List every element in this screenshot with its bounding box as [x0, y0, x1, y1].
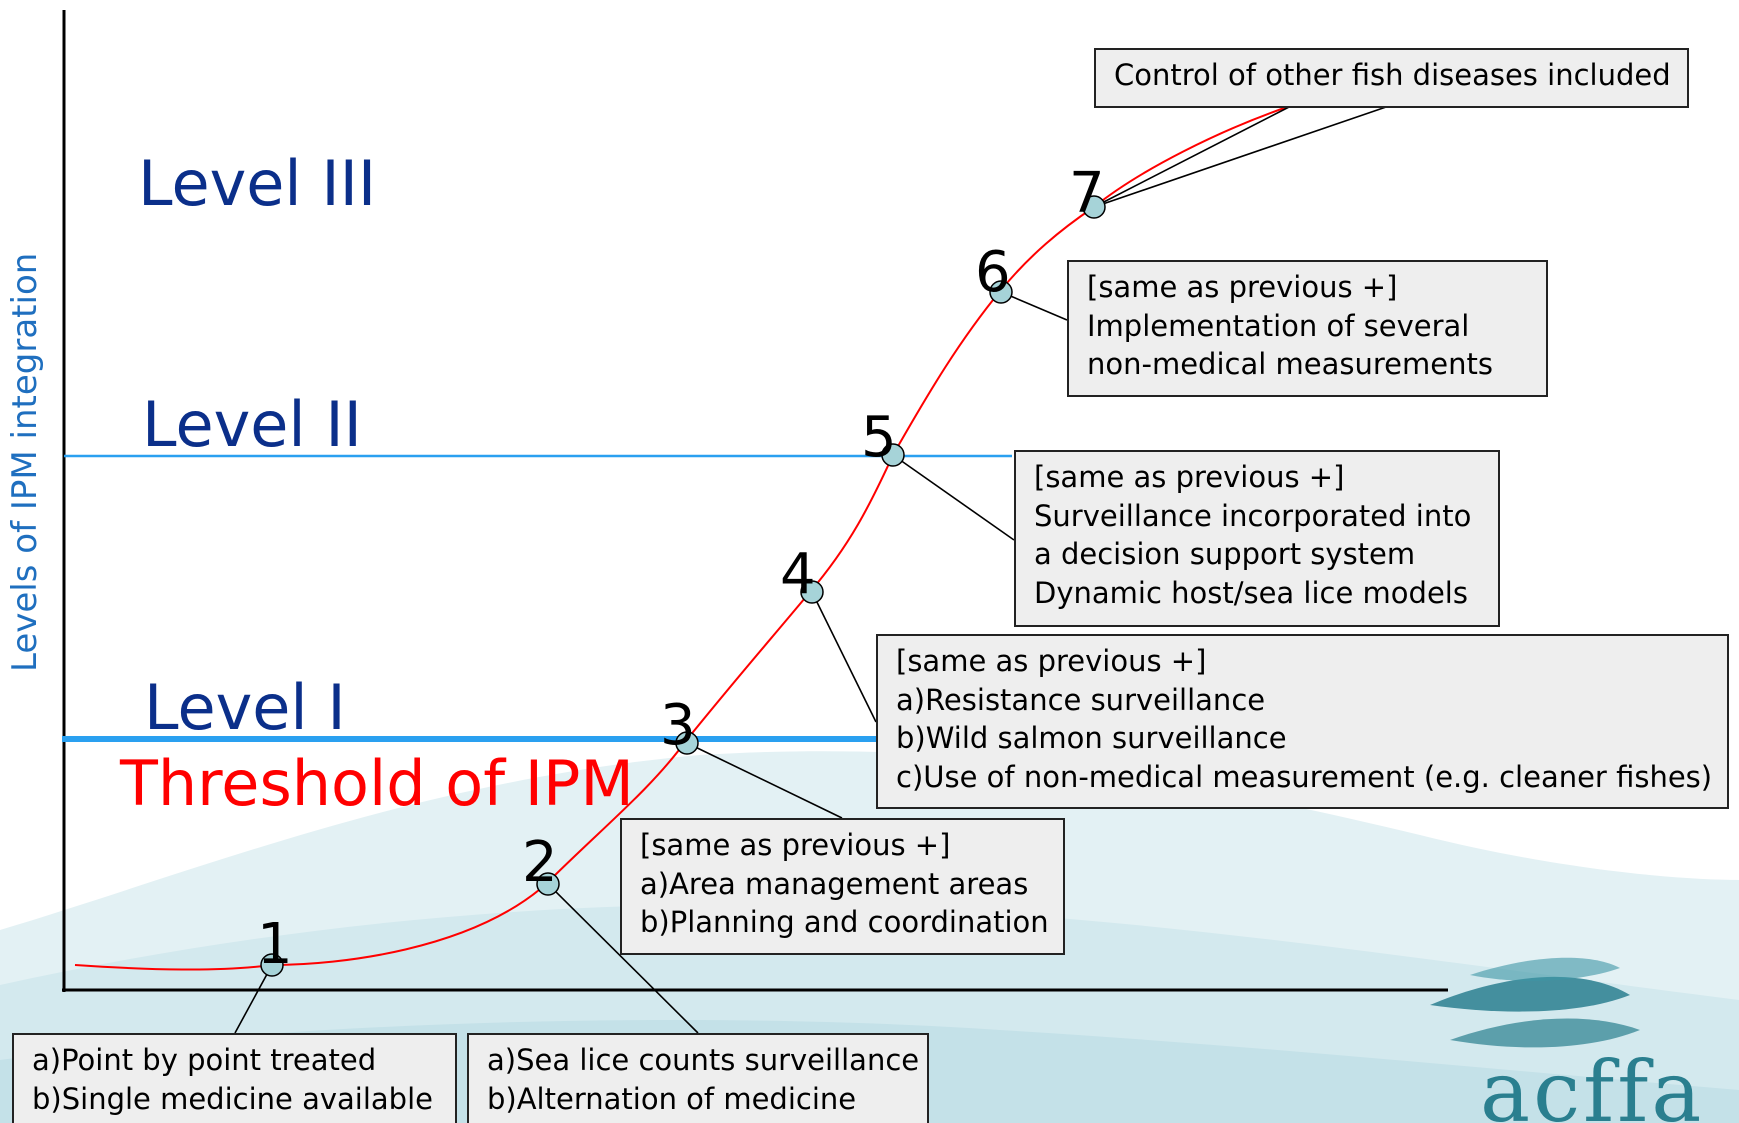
step-marker-4	[800, 580, 824, 604]
step-1-line: a)Point by point treated	[32, 1043, 377, 1077]
connector-7a	[1093, 105, 1390, 208]
step-number-6: 6	[975, 240, 1011, 305]
step-3-line: a)Area management areas	[640, 866, 1029, 901]
step-1-line: b)Single medicine available	[32, 1081, 433, 1116]
step-6-line: [same as previous +]	[1087, 270, 1398, 304]
connector-2	[547, 883, 699, 1034]
step-number-2: 2	[522, 830, 558, 895]
connector-5	[892, 454, 1015, 541]
step-marker-5	[881, 443, 905, 467]
connector-3	[686, 742, 843, 819]
step-6-description-box: [same as previous +] Implementation of s…	[1067, 260, 1548, 397]
step-2-line: a)Sea lice counts surveillance	[487, 1043, 920, 1077]
threshold-label: Threshold of IPM	[120, 747, 634, 820]
step-number-7: 7	[1069, 161, 1105, 226]
step-3-description-box: [same as previous +] a)Area management a…	[620, 818, 1065, 955]
step-5-line: Surveillance incorporated into	[1034, 498, 1472, 533]
step-number-3: 3	[660, 693, 696, 758]
step-number-1: 1	[257, 912, 293, 977]
step-marker-2	[536, 872, 560, 896]
step-number-4: 4	[780, 542, 816, 607]
level-1-label: Level I	[144, 671, 346, 744]
logo-wordmark: acffa	[1480, 1043, 1705, 1123]
level-2-label: Level II	[142, 388, 362, 461]
connector-7b	[1093, 105, 1292, 208]
step-4-line: b)Wild salmon surveillance	[896, 721, 1287, 755]
step-5-description-box: [same as previous +] Surveillance incorp…	[1014, 450, 1500, 627]
step-5-line: [same as previous +]	[1034, 460, 1345, 494]
step-marker-7	[1082, 195, 1106, 219]
level-3-label: Level III	[138, 147, 377, 220]
connector-1	[234, 964, 273, 1034]
step-2-line: b)Alternation of medicine	[487, 1081, 857, 1116]
step-5-line: a decision support system	[1034, 537, 1416, 571]
step-4-line: [same as previous +]	[896, 644, 1207, 678]
step-4-line: a)Resistance surveillance	[896, 682, 1266, 717]
step-4-description-box: [same as previous +] a)Resistance survei…	[876, 634, 1729, 809]
step-7-line: Control of other fish diseases included	[1114, 58, 1671, 92]
step-6-line: non-medical measurements	[1087, 347, 1493, 381]
step-marker-1	[260, 953, 284, 977]
ipm-curve	[74, 105, 1291, 971]
step-7-description-box: Control of other fish diseases included	[1094, 48, 1689, 108]
step-5-line: Dynamic host/sea lice models	[1034, 575, 1468, 610]
step-3-line: [same as previous +]	[640, 828, 951, 862]
step-2-description-box: a)Sea lice counts surveillance b)Alterna…	[467, 1033, 929, 1123]
step-6-line: Implementation of several	[1087, 308, 1470, 343]
step-4-line: c)Use of non-medical measurement (e.g. c…	[896, 759, 1713, 794]
connector-6	[1000, 291, 1068, 321]
connector-4	[811, 591, 877, 723]
step-1-description-box: a)Point by point treated b)Single medici…	[12, 1033, 457, 1123]
step-marker-6	[989, 280, 1013, 304]
step-number-5: 5	[861, 405, 897, 470]
step-3-line: b)Planning and coordination	[640, 905, 1049, 939]
step-marker-3	[675, 731, 699, 755]
logo-fish-icon	[1430, 957, 1640, 1048]
y-axis-label: Levels of IPM integration	[5, 252, 45, 672]
